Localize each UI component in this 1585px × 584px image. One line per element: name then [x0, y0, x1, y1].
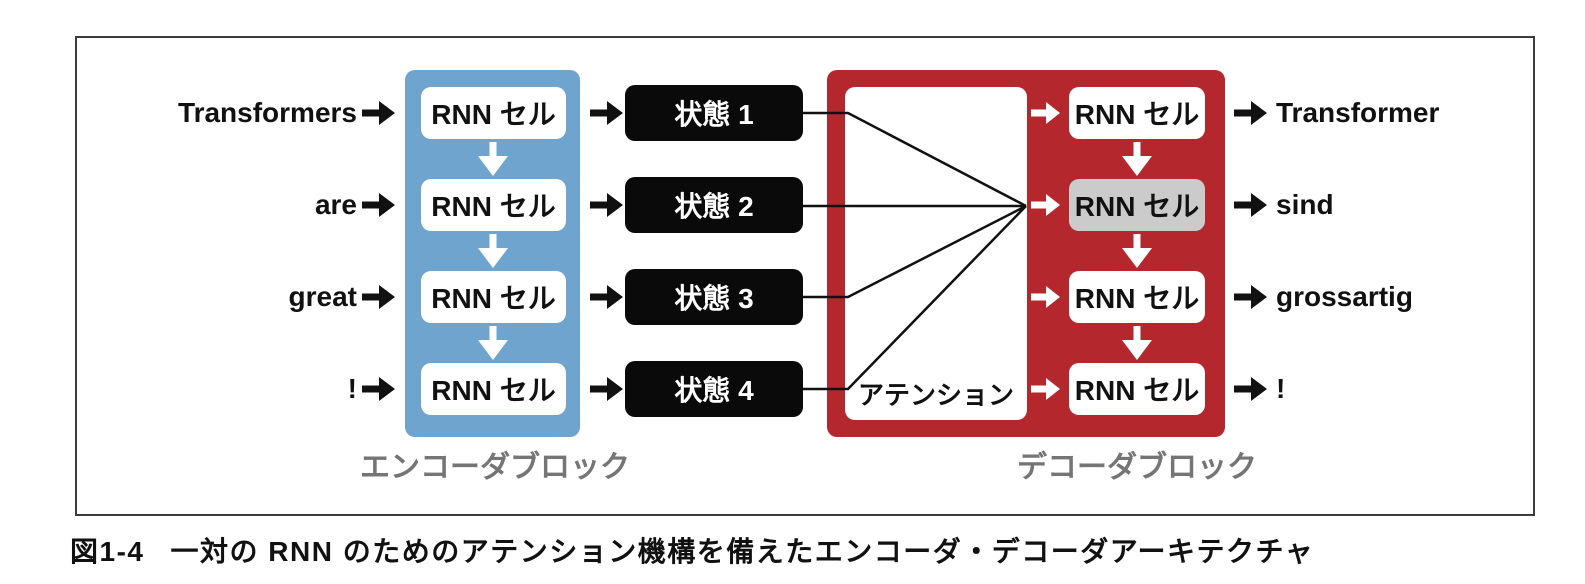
right-arrow-icon: [590, 193, 623, 217]
right-arrow-icon: [1031, 102, 1060, 124]
decoder-rnn-cell-highlighted: RNN セル: [1069, 179, 1205, 231]
state-box: 状態 1: [625, 85, 803, 141]
right-arrow-icon: [590, 285, 623, 309]
state-box: 状態 3: [625, 269, 803, 325]
right-arrow-icon: [1031, 378, 1060, 400]
right-arrow-icon: [1234, 377, 1267, 401]
right-arrow-icon: [1234, 101, 1267, 125]
right-arrow-icon: [590, 101, 623, 125]
right-arrow-icon: [362, 377, 395, 401]
down-arrow-icon: [1122, 326, 1152, 360]
right-arrow-icon: [1234, 285, 1267, 309]
decoder-rnn-cell: RNN セル: [1069, 363, 1205, 415]
right-arrow-icon: [362, 285, 395, 309]
right-arrow-icon: [1031, 286, 1060, 308]
right-arrow-icon: [362, 101, 395, 125]
right-arrow-icon: [1234, 193, 1267, 217]
figure-caption-text: 一対の RNN のためのアテンション機構を備えたエンコーダ・デコーダアーキテクチ…: [170, 536, 1315, 567]
encoder-input-word: are: [314, 189, 357, 220]
encoder-input-word: !: [347, 373, 357, 404]
encoder-rnn-cell: RNN セル: [421, 271, 566, 323]
right-arrow-icon: [1031, 194, 1060, 216]
decoder-output-word: grossartig: [1276, 281, 1413, 312]
right-arrow-icon: [362, 193, 395, 217]
encoder-block-label: エンコーダブロック: [360, 451, 630, 484]
decoder-rnn-cell: RNN セル: [1069, 87, 1205, 139]
decoder-rnn-cell: RNN セル: [1069, 271, 1205, 323]
encoder-rnn-cell: RNN セル: [421, 363, 566, 415]
down-arrow-icon: [1122, 142, 1152, 176]
decoder-block-label: デコーダブロック: [1017, 451, 1257, 484]
down-arrow-icon: [478, 142, 508, 176]
figure-caption: 図1-4 一対の RNN のためのアテンション機構を備えたエンコーダ・デコーダアー…: [70, 530, 1314, 570]
attention-label: アテンション: [857, 380, 1014, 410]
decoder-output-word: !: [1276, 373, 1286, 404]
encoder-rnn-cell: RNN セル: [421, 179, 566, 231]
encoder-rnn-cell: RNN セル: [421, 87, 566, 139]
attention-panel: アテンション: [845, 87, 1027, 420]
right-arrow-icon: [590, 377, 623, 401]
figure-number: 図1-4: [70, 536, 145, 567]
down-arrow-icon: [478, 234, 508, 268]
down-arrow-icon: [1122, 234, 1152, 268]
decoder-output-word: sind: [1276, 189, 1334, 220]
state-box: 状態 2: [625, 177, 803, 233]
encoder-input-word: Transformers: [178, 97, 357, 128]
decoder-output-word: Transformer: [1276, 97, 1440, 128]
state-box: 状態 4: [625, 361, 803, 417]
down-arrow-icon: [478, 326, 508, 360]
encoder-input-word: great: [288, 281, 357, 312]
